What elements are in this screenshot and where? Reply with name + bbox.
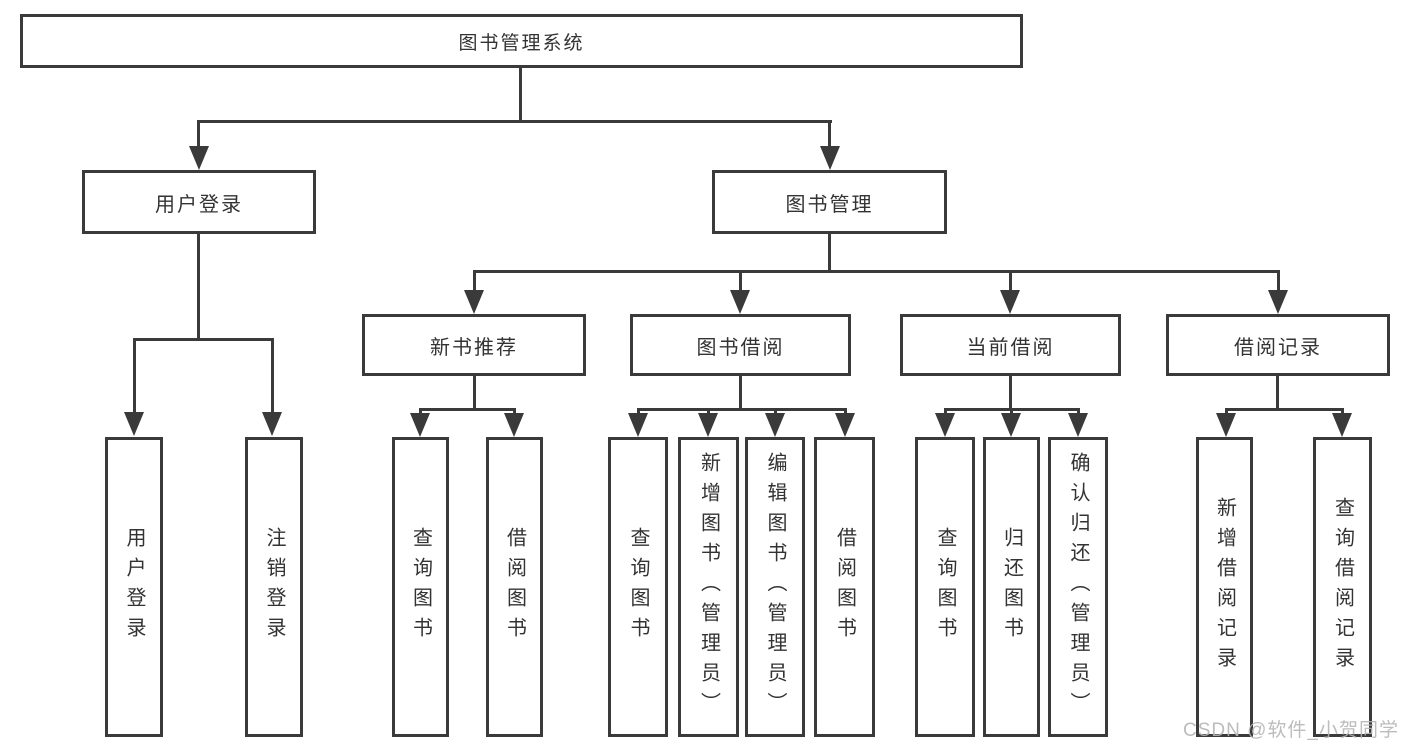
node-root: 图书管理系统 <box>20 14 1023 68</box>
node-borrow-records: 借阅记录 <box>1166 314 1390 376</box>
arrow-down-icon <box>698 413 718 437</box>
connector-line <box>198 120 832 123</box>
leaf-borrow-add-books-admin-label: 新增图书（管理员） <box>697 452 720 722</box>
connector-line <box>828 234 831 273</box>
leaf-current-return-books: 归还图书 <box>983 437 1040 737</box>
arrow-down-icon <box>1001 413 1021 437</box>
arrow-down-icon <box>262 412 282 436</box>
leaf-records-add-record: 新增借阅记录 <box>1196 437 1253 737</box>
connector-line <box>637 408 847 411</box>
connector-line <box>1225 408 1344 411</box>
connector-line <box>828 120 831 150</box>
node-book-management-label: 图书管理 <box>785 193 874 216</box>
node-current-borrow-label: 当前借阅 <box>966 336 1055 359</box>
leaf-current-return-books-label: 归还图书 <box>1000 527 1023 647</box>
connector-line <box>197 234 200 341</box>
connector-line <box>519 68 522 123</box>
node-user-login-label: 用户登录 <box>155 193 243 216</box>
arrow-down-icon <box>835 413 855 437</box>
node-new-book-recommend: 新书推荐 <box>362 314 586 376</box>
arrow-down-icon <box>935 413 955 437</box>
connector-line <box>1277 270 1280 294</box>
arrow-down-icon <box>730 290 750 314</box>
watermark: CSDN @软件_小贺同学 <box>1183 720 1399 741</box>
arrow-down-icon <box>1268 290 1288 314</box>
leaf-current-confirm-return-admin: 确认归还（管理员） <box>1048 437 1108 737</box>
connector-line <box>473 270 476 294</box>
leaf-borrow-borrow-books-label: 借阅图书 <box>833 527 856 647</box>
connector-line <box>739 376 742 411</box>
connector-line <box>133 338 136 416</box>
connector-line <box>1009 270 1012 294</box>
leaf-borrow-edit-books-admin: 编辑图书（管理员） <box>745 437 805 737</box>
connector-line <box>1009 376 1012 411</box>
connector-line <box>271 338 274 416</box>
arrow-down-icon <box>628 413 648 437</box>
node-root-label: 图书管理系统 <box>458 32 585 54</box>
node-book-management: 图书管理 <box>712 170 947 234</box>
connector-line <box>133 338 274 341</box>
arrow-down-icon <box>1332 413 1352 437</box>
arrow-down-icon <box>124 412 144 436</box>
leaf-records-add-record-label: 新增借阅记录 <box>1213 497 1236 677</box>
connector-line <box>1276 376 1279 411</box>
leaf-borrow-edit-books-admin-label: 编辑图书（管理员） <box>764 452 786 722</box>
leaf-records-query-record: 查询借阅记录 <box>1313 437 1372 737</box>
connector-line <box>473 376 476 411</box>
arrow-down-icon <box>1000 290 1020 314</box>
leaf-current-confirm-return-admin-label: 确认归还（管理员） <box>1067 452 1089 722</box>
arrow-down-icon <box>410 413 430 437</box>
node-book-borrow: 图书借阅 <box>630 314 851 376</box>
leaf-records-query-record-label: 查询借阅记录 <box>1331 497 1354 677</box>
connector-line <box>197 120 200 150</box>
leaf-user-login-label: 用户登录 <box>123 527 145 647</box>
node-borrow-records-label: 借阅记录 <box>1234 336 1322 359</box>
connector-line <box>473 270 1280 273</box>
leaf-recommend-borrow-books: 借阅图书 <box>486 437 543 737</box>
leaf-borrow-query-books-label: 查询图书 <box>627 527 649 647</box>
connector-line <box>419 408 516 411</box>
node-book-borrow-label: 图书借阅 <box>696 336 785 359</box>
leaf-user-login: 用户登录 <box>105 437 163 737</box>
arrow-down-icon <box>504 413 524 437</box>
arrow-down-icon <box>189 146 209 170</box>
leaf-recommend-query-books-label: 查询图书 <box>409 527 432 647</box>
connector-line <box>739 270 742 294</box>
arrow-down-icon <box>765 413 785 437</box>
leaf-borrow-borrow-books: 借阅图书 <box>814 437 875 737</box>
arrow-down-icon <box>464 290 484 314</box>
arrow-down-icon <box>1068 413 1088 437</box>
leaf-recommend-borrow-books-label: 借阅图书 <box>503 527 526 647</box>
leaf-logout: 注销登录 <box>245 437 303 737</box>
leaf-borrow-query-books: 查询图书 <box>608 437 668 737</box>
node-user-login: 用户登录 <box>82 170 316 234</box>
leaf-borrow-add-books-admin: 新增图书（管理员） <box>678 437 739 737</box>
arrow-down-icon <box>1216 413 1236 437</box>
leaf-logout-label: 注销登录 <box>263 527 285 647</box>
leaf-recommend-query-books: 查询图书 <box>392 437 449 737</box>
arrow-down-icon <box>820 146 840 170</box>
leaf-current-query-books-label: 查询图书 <box>934 527 956 647</box>
node-new-book-recommend-label: 新书推荐 <box>430 336 518 359</box>
leaf-current-query-books: 查询图书 <box>915 437 975 737</box>
node-current-borrow: 当前借阅 <box>900 314 1121 376</box>
